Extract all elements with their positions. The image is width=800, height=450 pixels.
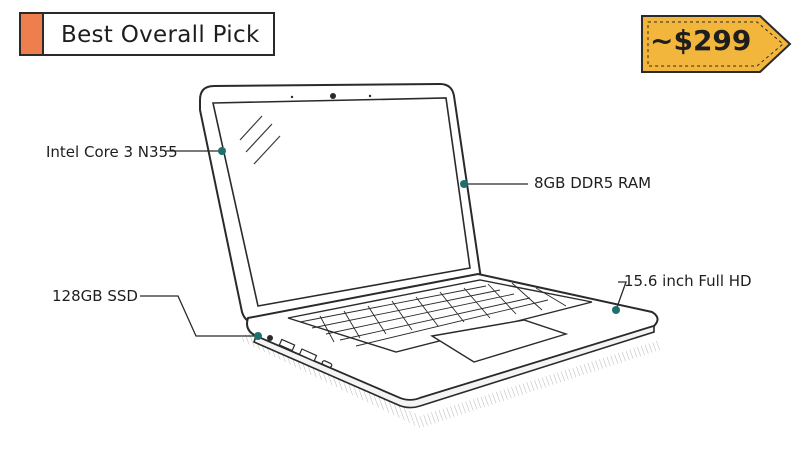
audio-jack-icon [267, 335, 273, 341]
laptop-base [246, 272, 659, 409]
callout-dot-display [612, 306, 620, 314]
callout-dot-ram [460, 180, 468, 188]
spec-label-ram: 8GB DDR5 RAM [534, 174, 652, 192]
usb-port-icon [278, 338, 296, 352]
hdmi-port-icon [298, 348, 318, 362]
callout-dot-cpu [218, 147, 226, 155]
webcam-icon [330, 93, 336, 99]
title-accent-bar [21, 14, 44, 54]
usb-c-port-icon [321, 360, 333, 368]
laptop-screen [199, 82, 482, 324]
ground-shadow [240, 330, 660, 428]
title-badge: Best Overall Pick [19, 12, 275, 56]
spec-label-display: 15.6 inch Full HD [624, 272, 752, 290]
spec-label-storage: 128GB SSD [52, 287, 138, 305]
spec-label-cpu: Intel Core 3 N355 [46, 143, 178, 161]
price-tag [641, 15, 792, 73]
price-label: ~$299 [650, 24, 752, 57]
callouts [140, 147, 627, 340]
callout-dot-ssd [254, 332, 262, 340]
page-title: Best Overall Pick [61, 22, 260, 48]
